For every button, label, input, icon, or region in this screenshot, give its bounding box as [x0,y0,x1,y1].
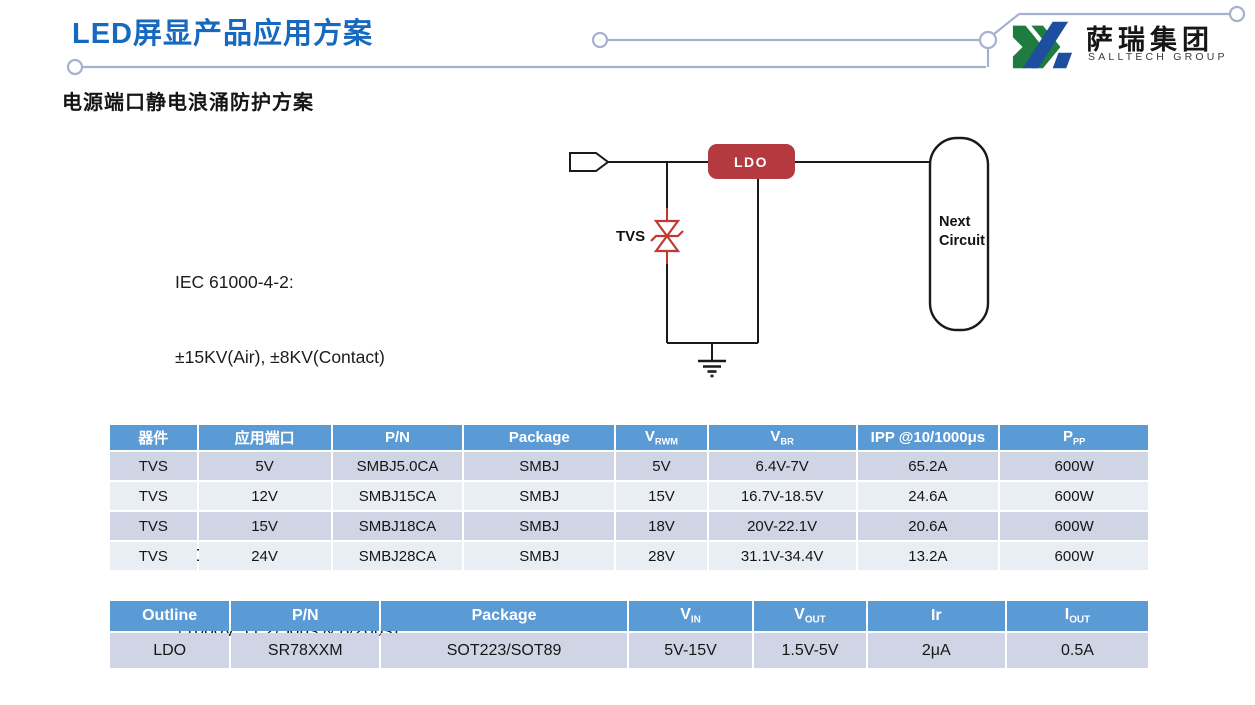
table-cell: TVS [110,452,197,480]
column-header: Package [464,425,615,450]
table-cell: 0.5A [1006,633,1148,668]
table-cell: SMBJ18CA [332,512,463,540]
table-cell: 15V [198,512,331,540]
spec-group-esd: IEC 61000-4-2: ±15KV(Air), ±8KV(Contact) [175,220,398,420]
table-cell: SMBJ [464,482,615,510]
table-cell: 5V-15V [628,633,753,668]
trace-node-icon [978,30,998,50]
next-circuit-label-line1: Next [939,214,971,230]
column-header: IPP @10/1000μs [857,425,999,450]
table-cell: 28V [616,542,707,570]
table-cell: LDO [110,633,230,668]
column-header: IOUT [1006,601,1148,631]
brand-name-en: SALLTECH GROUP [1088,51,1228,63]
spec-line: IEC 61000-4-2: [175,272,294,292]
table-cell: SMBJ15CA [332,482,463,510]
brand-name-cn: 萨瑞集团 [1086,25,1214,55]
decorative-trace-lines [66,5,1246,76]
table-cell: 600W [1000,542,1148,570]
table-cell: 31.1V-34.4V [708,542,856,570]
column-header: Outline [110,601,230,631]
table-cell: SMBJ28CA [332,542,463,570]
table-cell: 5V [198,452,331,480]
table-cell: 24.6A [857,482,999,510]
table-cell: 20.6A [857,512,999,540]
table-cell: 15V [616,482,707,510]
brand-mark-icon [1012,21,1073,69]
next-circuit-label-line2: Circuit [939,233,985,249]
table-cell: 2μA [867,633,1005,668]
table-cell: SMBJ5.0CA [332,452,463,480]
table-cell: 600W [1000,452,1148,480]
tvs-label: TVS [616,228,645,245]
page-title: LED屏显产品应用方案 [72,18,374,50]
column-header: 应用端口 [198,425,331,450]
table-cell: 20V-22.1V [708,512,856,540]
table-cell: 600W [1000,512,1148,540]
spec-line: ±15KV(Air), ±8KV(Contact) [175,347,385,367]
table-cell: SMBJ [464,542,615,570]
table-cell: TVS [110,542,197,570]
tvs-diode-icon [650,219,684,253]
ldo-label: LDO [734,154,768,170]
table-cell: 1.5V-5V [754,633,866,668]
table-cell: 18V [616,512,707,540]
column-header: VBR [708,425,856,450]
table-cell: 24V [198,542,331,570]
table-cell: SR78XXM [231,633,380,668]
table-cell: 600W [1000,482,1148,510]
ldo-block [708,144,795,179]
table-cell: 5V [616,452,707,480]
column-header: Package [381,601,627,631]
column-header: PPP [1000,425,1148,450]
next-circuit-block [928,136,990,332]
column-header: P/N [231,601,380,631]
column-header: VOUT [754,601,866,631]
table-cell: 6.4V-7V [708,452,856,480]
input-connector-icon [569,152,610,172]
column-header: 器件 [110,425,197,450]
column-header: Ir [867,601,1005,631]
brand-logo: 萨瑞集团 SALLTECH GROUP [1008,14,1248,76]
table-cell: SMBJ [464,512,615,540]
table-cell: 13.2A [857,542,999,570]
column-header: VRWM [616,425,707,450]
table-cell: TVS [110,482,197,510]
table-cell: 16.7V-18.5V [708,482,856,510]
ground-icon [698,343,726,378]
column-header: P/N [332,425,463,450]
trace-node-icon [591,31,609,49]
table-cell: SOT223/SOT89 [381,633,627,668]
column-header: VIN [628,601,753,631]
trace-node-icon [1228,5,1246,23]
circuit-schematic: TVS LDO Next Circuit [569,136,990,378]
table-cell: 12V [198,482,331,510]
table-cell: SMBJ [464,452,615,480]
table-cell: TVS [110,512,197,540]
table-cell: 65.2A [857,452,999,480]
trace-node-icon [66,58,84,76]
page-subtitle: 电源端口静电浪涌防护方案 [62,92,314,114]
